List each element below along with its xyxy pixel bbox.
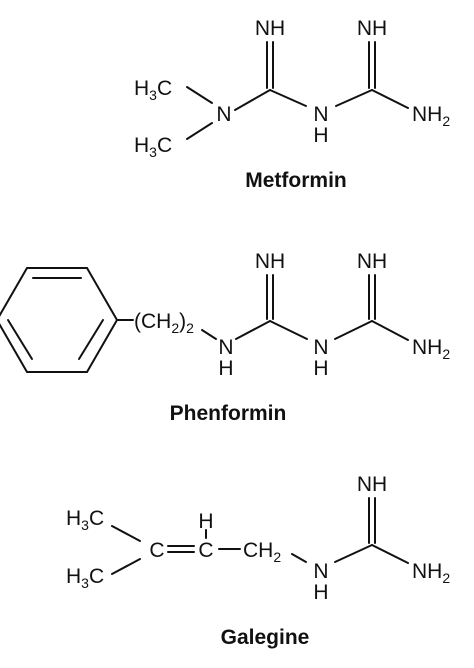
phenformin-imine-label-2: NH [357,250,387,273]
galegine-ch2: CH2 [243,539,281,565]
metformin-methyl-top-sub: 3 [149,87,157,103]
galegine-amine-sub: 2 [442,570,450,586]
galegine-amine: NH2 [412,560,450,586]
bond-c1-bridge-n [269,320,308,340]
phenformin-amine: NH2 [412,336,450,362]
metformin-amine-nh: NH [412,103,442,126]
metformin-structure: NH NH H3C H3C N N H NH2 Metformin [134,17,450,192]
metformin-bridge-n: N [313,103,328,126]
phenformin-link-h: H [218,357,233,380]
phenformin-bridge-h: H [313,357,328,380]
metformin-imine-label-2: NH [357,17,387,40]
bond-c2-amine [371,320,409,341]
bond-methyl-bottom-c1 [111,558,141,575]
bond-c1-bridge-n [269,89,307,107]
galegine-alkene-c2: C [198,539,213,562]
metformin-methyl-bottom-h: H [134,134,149,157]
galegine-imine-label: NH [357,473,387,496]
metformin-methyl-top: H3C [134,77,172,103]
bond-chain-link-n [201,329,217,340]
phenformin-amine-sub: 2 [442,346,450,362]
galegine-methyl-bottom-sub: 3 [81,575,89,591]
phenformin-chain-open: (CH [134,310,171,333]
galegine-link-n: N [313,560,328,583]
galegine-methyl-top-sub: 3 [81,517,89,533]
bond-methyl-top-c1 [111,525,141,542]
metformin-methyl-bottom-c: C [157,134,172,157]
phenformin-chain-sub-outer: 2 [186,320,194,336]
galegine-methyl-bottom-c: C [89,565,104,588]
galegine-methyl-bottom-h: H [66,565,81,588]
metformin-methyl-top-h: H [134,77,149,100]
phenformin-amine-nh: NH [412,336,442,359]
metformin-amine: NH2 [412,103,450,129]
benzene-ring [0,267,119,373]
metformin-methyl-bottom-sub: 3 [149,144,157,160]
phenformin-chain-close: ) [179,310,186,333]
bond-methyl-top-n [186,86,213,104]
galegine-structure: NH H3C H3C C H C CH2 N H NH2 Galegine [66,473,450,649]
phenformin-bridge-n: N [313,336,328,359]
bond-n-c3 [334,544,373,563]
galegine-ch2-sub: 2 [273,549,281,565]
metformin-bridge-h: H [313,124,328,147]
metformin-name: Metformin [245,169,347,192]
benzene-inner-bond-3 [7,319,33,360]
galegine-methyl-top-c: C [89,507,104,530]
galegine-ch2-ch: CH [243,539,273,562]
phenformin-structure: NH NH (CH2)2 N H N H NH2 Phenformin [0,250,450,425]
galegine-methyl-bottom: H3C [66,565,104,591]
phenformin-chain: (CH2)2 [134,310,194,336]
bond-methyl-bottom-n [186,122,213,140]
galegine-name: Galegine [221,626,310,649]
galegine-alkene-h: H [198,510,213,533]
phenformin-imine-label-1: NH [255,250,285,273]
benzene-inner-bond-2 [78,319,104,360]
metformin-dimethyl-n: N [216,103,231,126]
phenformin-chain-sub-inner: 2 [171,320,179,336]
galegine-amine-nh: NH [412,560,442,583]
metformin-amine-sub: 2 [442,113,450,129]
phenformin-link-n: N [218,336,233,359]
bond-n-c1 [234,89,271,111]
galegine-alkene-c1: C [149,539,164,562]
galegine-methyl-top-h: H [66,507,81,530]
metformin-methyl-top-c: C [157,77,172,100]
metformin-methyl-bottom: H3C [134,134,172,160]
bond-ch2-n [291,553,307,563]
bond-c3-amine [371,544,409,564]
bond-c2-amine [371,89,409,109]
bond-bridge-n-c2 [335,89,373,107]
metformin-imine-label-1: NH [255,17,285,40]
galegine-link-h: H [313,581,328,604]
galegine-methyl-top: H3C [66,507,104,533]
phenformin-name: Phenformin [170,402,287,425]
bond-link-n-c1 [235,320,271,340]
bond-bridge-n-c2 [334,320,373,340]
